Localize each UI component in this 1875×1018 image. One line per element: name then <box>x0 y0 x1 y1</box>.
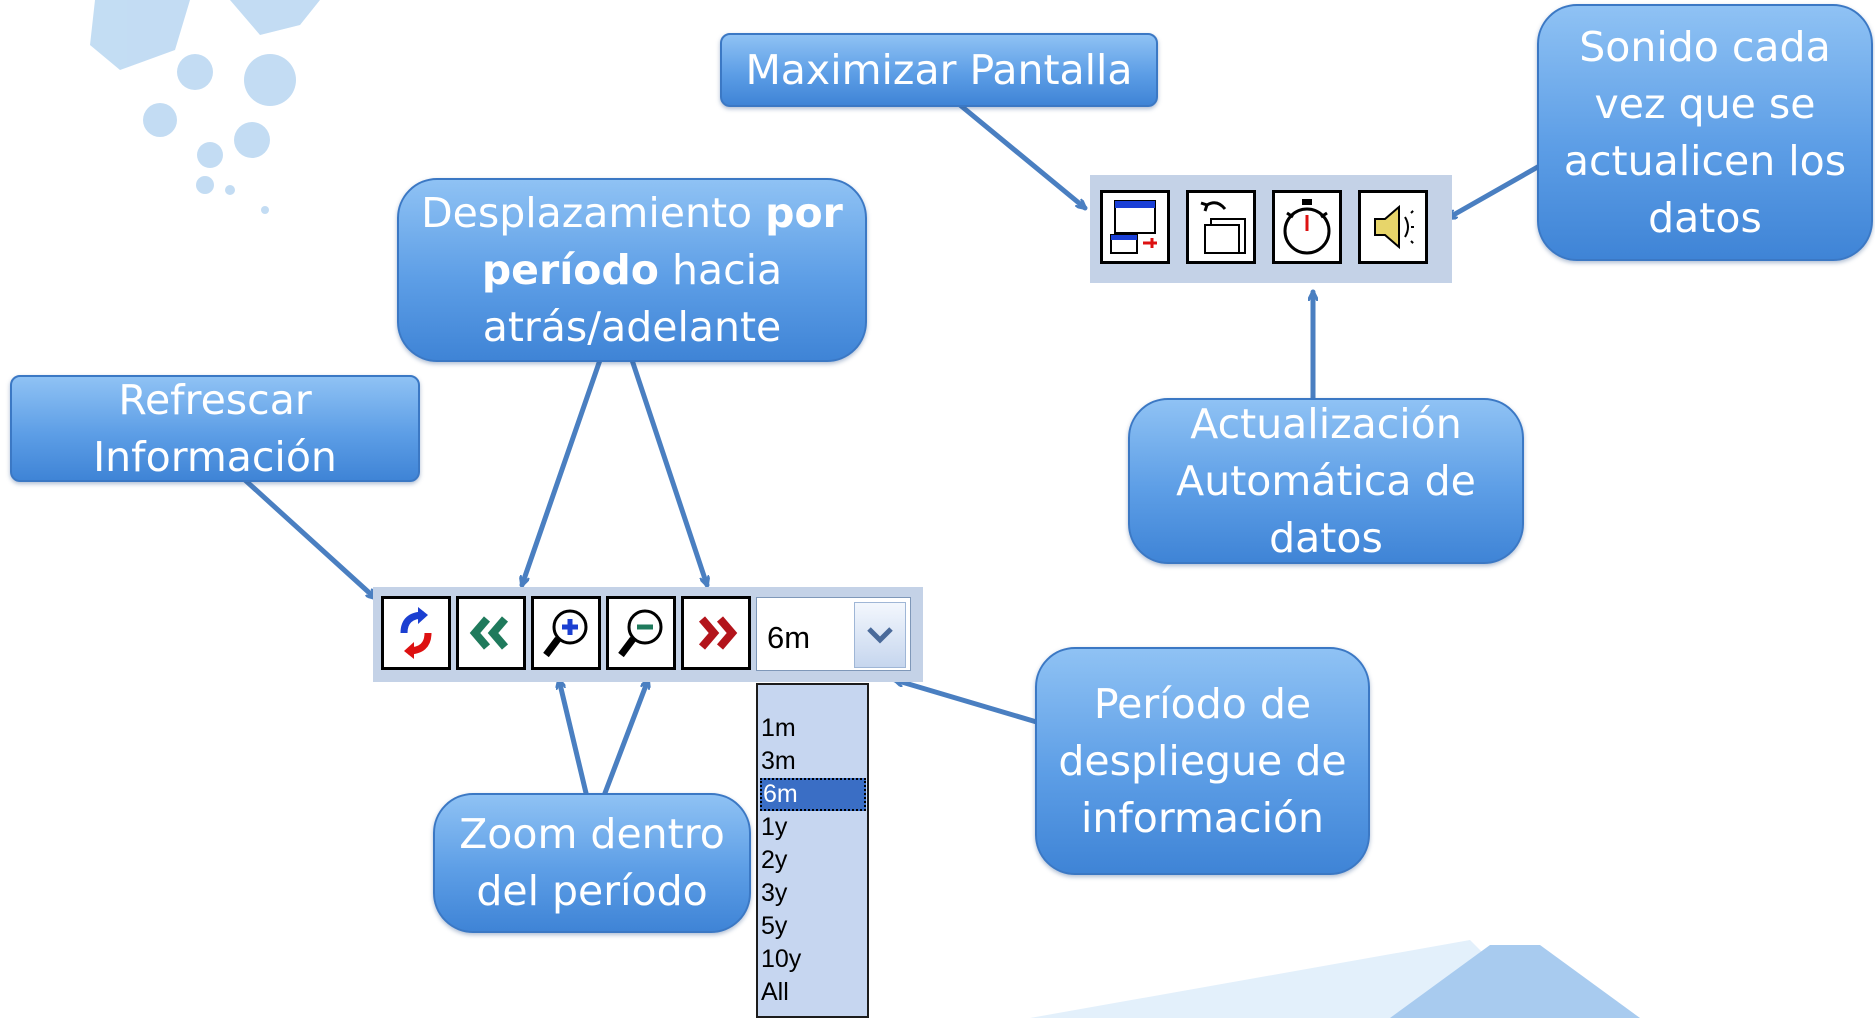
callout-maximizar: Maximizar Pantalla <box>720 33 1158 107</box>
callout-zoom-text: Zoom dentro del período <box>459 810 725 915</box>
bottom-toolbar: 6m <box>373 587 923 682</box>
period-option-3m[interactable]: 3m <box>761 747 796 775</box>
restore-windows-button[interactable] <box>1186 190 1256 264</box>
zoom-in-button[interactable] <box>531 596 601 670</box>
callout-sonido-text: Sonido cada vez que se actualicen los da… <box>1563 22 1847 242</box>
callout-actualizacion: Actualización Automática de datos <box>1128 398 1524 564</box>
restore-windows-icon <box>1200 201 1246 254</box>
speaker-icon <box>1374 204 1417 250</box>
period-option-1m[interactable]: 1m <box>761 714 796 742</box>
period-back-button[interactable] <box>456 596 526 670</box>
period-option-10y[interactable]: 10y <box>761 945 802 973</box>
period-option-6m[interactable]: 6m <box>760 778 866 811</box>
callout-sonido: Sonido cada vez que se actualicen los da… <box>1537 4 1873 261</box>
desplazamiento-post: hacia atrás/adelante <box>482 245 783 351</box>
period-select-dropdown-button[interactable] <box>854 602 906 668</box>
zoom-in-icon <box>543 609 588 658</box>
desplazamiento-bold-periodo: período <box>481 245 659 294</box>
double-right-arrow-icon <box>698 616 738 650</box>
callout-refrescar: Refrescar Información <box>10 375 420 482</box>
top-toolbar <box>1090 175 1452 283</box>
period-option-5y[interactable]: 5y <box>761 912 788 940</box>
period-option-all[interactable]: All <box>761 978 789 1006</box>
refresh-icon <box>400 607 432 659</box>
sound-button[interactable] <box>1358 190 1428 264</box>
period-option-1y[interactable]: 1y <box>761 813 788 841</box>
period-option-2y[interactable]: 2y <box>761 846 788 874</box>
callout-desplazamiento: Desplazamiento por período hacia atrás/a… <box>397 178 867 362</box>
period-forward-button[interactable] <box>681 596 751 670</box>
callout-actualizacion-text: Actualización Automática de datos <box>1176 399 1476 562</box>
period-options-list: 1m 3m 6m 1y 2y 3y 5y 10y All <box>756 683 869 1018</box>
stopwatch-icon <box>1283 199 1331 255</box>
desplazamiento-pre: Desplazamiento <box>421 188 766 237</box>
callout-maximizar-text: Maximizar Pantalla <box>745 45 1133 94</box>
maximize-screen-button[interactable] <box>1100 190 1170 264</box>
auto-update-button[interactable] <box>1272 190 1342 264</box>
callout-periodo-text: Período de despliegue de información <box>1058 679 1347 842</box>
desplazamiento-bold-por: por <box>765 188 843 237</box>
callout-zoom: Zoom dentro del período <box>433 793 751 933</box>
callout-refrescar-text: Refrescar Información <box>93 375 337 481</box>
chevron-down-icon <box>867 627 893 644</box>
callout-desplazamiento-text: Desplazamiento por período hacia atrás/a… <box>407 185 857 356</box>
callout-periodo: Período de despliegue de información <box>1035 647 1370 875</box>
period-option-3y[interactable]: 3y <box>761 879 788 907</box>
double-left-arrow-icon <box>469 616 509 650</box>
period-select[interactable]: 6m <box>756 597 911 671</box>
zoom-out-icon <box>618 609 663 658</box>
period-select-value: 6m <box>767 620 811 655</box>
zoom-out-button[interactable] <box>606 596 676 670</box>
maximize-screen-icon <box>1110 200 1157 254</box>
refresh-button[interactable] <box>381 596 451 670</box>
